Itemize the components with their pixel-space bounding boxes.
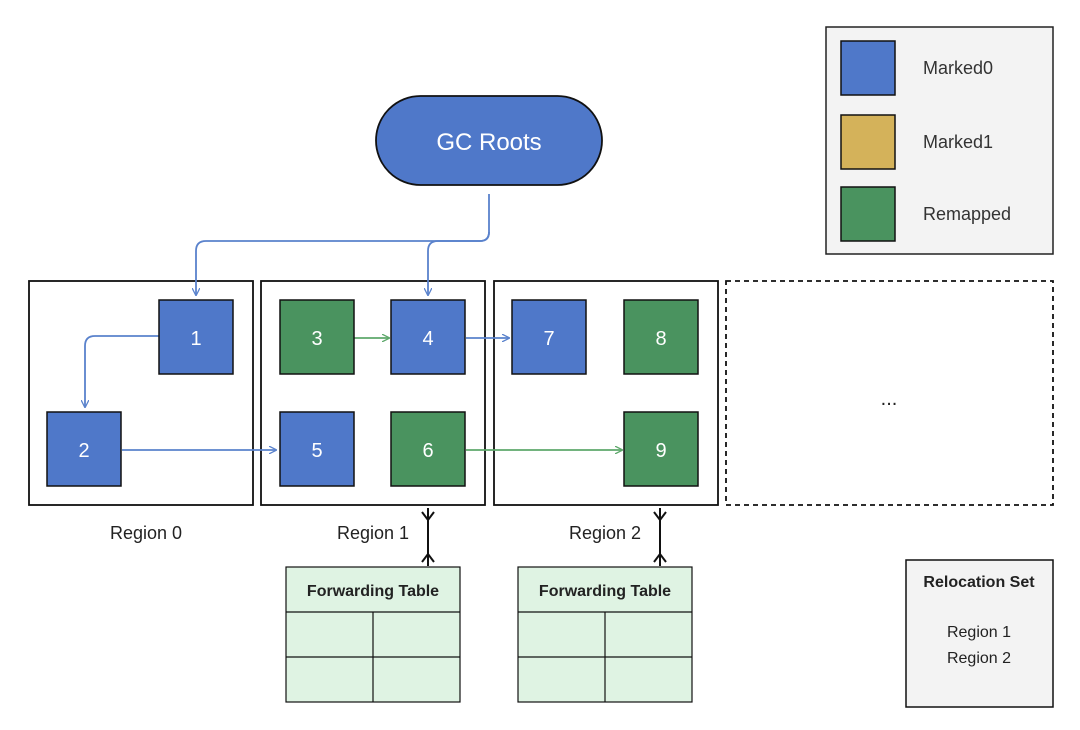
object-4 <box>390 299 466 375</box>
region-1-label: Region 1 <box>337 523 409 543</box>
relocation-set-panel <box>905 559 1054 708</box>
forwarding-table-2: Forwarding Table <box>517 566 693 703</box>
forwarding-table-1-title: Forwarding Table <box>307 583 439 600</box>
object-7 <box>511 299 587 375</box>
object-7-label: 7 <box>543 328 554 350</box>
gc-roots-node <box>375 95 603 186</box>
link-region2-crowfoot-top <box>653 511 667 522</box>
legend-swatch-remapped <box>840 186 896 242</box>
legend-label-marked1: Marked1 <box>923 132 993 152</box>
object-3 <box>279 299 355 375</box>
object-2-label: 2 <box>78 440 89 462</box>
object-9 <box>623 411 699 487</box>
object-2 <box>46 411 122 487</box>
object-1 <box>158 299 234 375</box>
region-0-label: Region 0 <box>110 523 182 543</box>
references <box>85 194 622 450</box>
legend-swatch-marked0 <box>840 40 896 96</box>
legend: Marked0 Marked1 Remapped <box>825 26 1054 255</box>
region-2-label: Region 2 <box>569 523 641 543</box>
object-5-label: 5 <box>311 440 322 462</box>
legend-label-remapped: Remapped <box>923 204 1011 224</box>
relocation-set-item-2: Region 2 <box>947 650 1011 667</box>
region-more-ellipsis: ... <box>881 388 898 410</box>
link-region1-crowfoot-top <box>421 511 435 522</box>
ref-roots-to-1 <box>196 194 490 295</box>
object-1-label: 1 <box>190 328 201 350</box>
object-6-label: 6 <box>422 440 433 462</box>
forwarding-table-1: Forwarding Table <box>285 566 461 703</box>
legend-label-marked0: Marked0 <box>923 58 993 78</box>
object-6 <box>390 411 466 487</box>
ref-roots-to-4 <box>428 231 490 295</box>
legend-swatch-marked1 <box>840 114 896 170</box>
object-3-label: 3 <box>311 328 322 350</box>
object-8-label: 8 <box>655 328 666 350</box>
object-9-label: 9 <box>655 440 666 462</box>
relocation-set-item-1: Region 1 <box>947 624 1011 641</box>
region-more-box <box>725 280 1054 506</box>
gc-roots: GC Roots <box>375 95 603 186</box>
relocation-set: Relocation Set Region 1 Region 2 <box>905 559 1054 708</box>
ref-1-to-2 <box>85 335 159 407</box>
object-4-label: 4 <box>422 328 433 350</box>
link-region1-crowfoot-bottom <box>421 552 435 563</box>
object-8 <box>623 299 699 375</box>
gc-roots-label: GC Roots <box>436 129 541 156</box>
forwarding-table-2-title: Forwarding Table <box>539 583 671 600</box>
relocation-set-title: Relocation Set <box>923 574 1035 591</box>
link-region2-crowfoot-bottom <box>653 552 667 563</box>
object-5 <box>279 411 355 487</box>
table-links <box>421 508 667 566</box>
objects: 1 2 3 4 5 6 7 8 9 <box>46 299 699 487</box>
